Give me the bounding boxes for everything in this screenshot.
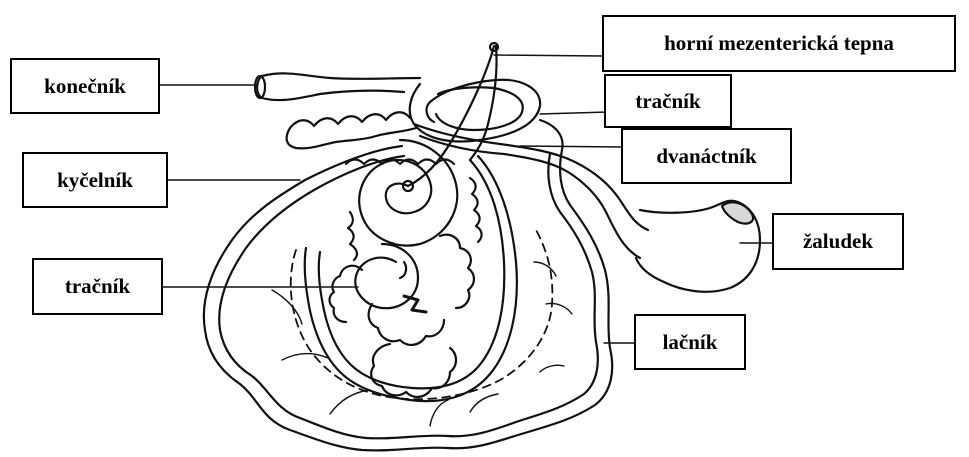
colon-upper-loop-inner — [436, 87, 523, 130]
coiled-colon — [330, 140, 482, 397]
colon-upper-loop — [410, 80, 540, 142]
label-superior-mesenteric-artery: horní mezenterická tepna — [602, 15, 956, 72]
ileum-wavy-segment — [287, 112, 416, 148]
label-colon-upper: tračník — [604, 74, 732, 128]
rectum-tube — [257, 73, 420, 100]
mesenteric-artery-loop-inner — [319, 160, 505, 388]
label-stomach: žaludek — [772, 213, 904, 270]
stomach-fundus — [722, 202, 753, 223]
label-ileum: kyčelník — [22, 152, 168, 208]
label-colon-lower: tračník — [32, 258, 163, 315]
mesentery-dashed-outline — [291, 230, 553, 399]
label-jejunum: lačník — [634, 314, 746, 370]
label-rectum: konečník — [10, 58, 160, 114]
artery-stalk — [408, 46, 494, 186]
label-duodenum: dvanáctník — [621, 128, 792, 184]
jejunum-outer-wall — [204, 120, 612, 450]
duodenum-tube-inner — [420, 136, 640, 258]
